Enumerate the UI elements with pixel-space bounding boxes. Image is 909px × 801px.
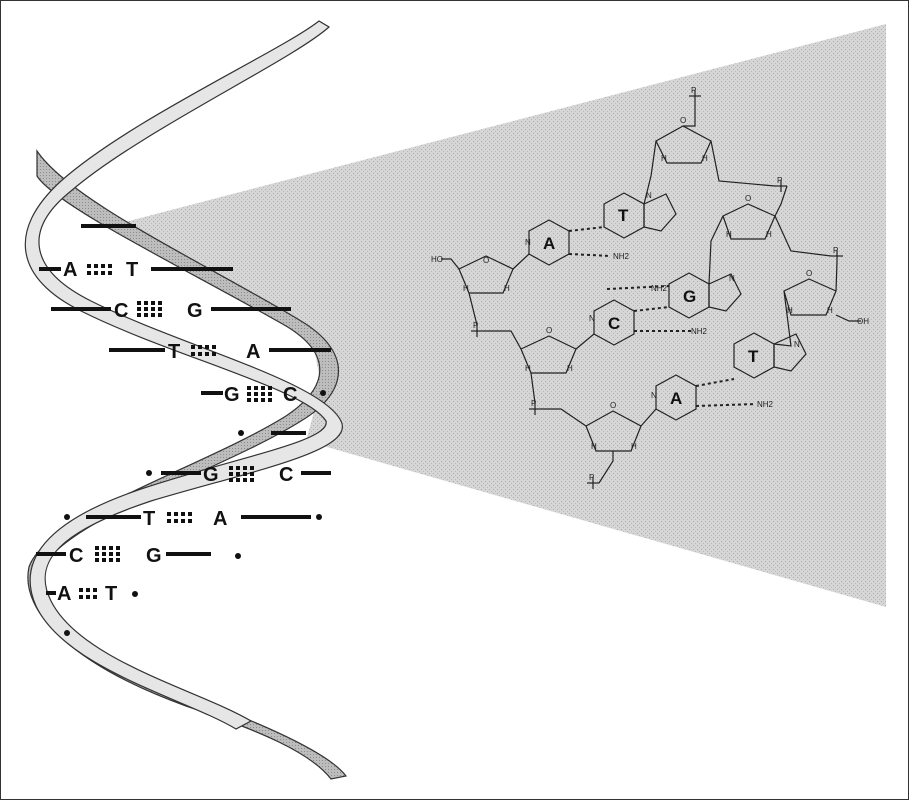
- mol-base-t2: T: [748, 347, 759, 366]
- atom-p-6: P: [589, 473, 594, 482]
- atom-o-1: O: [483, 256, 489, 265]
- atom-p-1: P: [691, 86, 696, 95]
- atom-o-3: O: [745, 194, 751, 203]
- atom-n-4: N: [729, 274, 735, 283]
- atom-h-3: H: [661, 154, 667, 163]
- atom-nh2-3: NH2: [757, 400, 774, 409]
- mol-base-a2: A: [670, 389, 682, 408]
- atom-h-8: H: [567, 364, 573, 373]
- atom-h-6: H: [766, 230, 772, 239]
- atom-p-4: P: [473, 321, 478, 330]
- atom-h-10: H: [827, 306, 833, 315]
- pair-8-right: T: [105, 583, 117, 605]
- pair-7-right: G: [146, 545, 162, 567]
- pair-7-left: C: [69, 545, 83, 567]
- pair-2-right: G: [187, 300, 203, 322]
- pair-5-right: C: [279, 464, 293, 486]
- mol-base-g: G: [683, 287, 696, 306]
- atom-nh2-2: NH2: [691, 327, 708, 336]
- atom-o-6: O: [610, 401, 616, 410]
- pair-4-right: C: [283, 384, 297, 406]
- atom-ho: HO: [431, 255, 443, 264]
- atom-p-3: P: [833, 246, 838, 255]
- atom-o-2: O: [680, 116, 686, 125]
- pair-1-left: A: [63, 259, 77, 281]
- atom-h-1: H: [463, 284, 469, 293]
- atom-h-2: H: [504, 284, 510, 293]
- mol-base-c: C: [608, 314, 620, 333]
- atom-n-6: N: [794, 340, 800, 349]
- atom-h-11: H: [591, 442, 597, 451]
- atom-n-5: N: [651, 391, 657, 400]
- front-strand: [24, 20, 344, 730]
- atom-p-2: P: [777, 176, 782, 185]
- atom-n-1: N: [525, 238, 531, 247]
- atom-p-5: P: [531, 399, 536, 408]
- pair-3-right: A: [246, 341, 260, 363]
- atom-nh2-1: NH2: [613, 252, 630, 261]
- molecule-letters: T A G C T A: [543, 206, 759, 408]
- pair-5-left: G: [203, 464, 219, 486]
- atom-oh: OH: [857, 317, 869, 326]
- atom-o-4: O: [546, 326, 552, 335]
- pair-4-left: G: [224, 384, 240, 406]
- helix-hbonds: [79, 264, 272, 599]
- atom-h-9: H: [787, 306, 793, 315]
- atom-o-5: O: [806, 269, 812, 278]
- pair-8-left: A: [57, 583, 71, 605]
- atom-h-4: H: [702, 154, 708, 163]
- helix-letters: A T C G T A G C G C T A C G A T: [57, 259, 297, 605]
- pair-6-right: A: [213, 508, 227, 530]
- atom-n-2: N: [646, 191, 652, 200]
- pair-6-left: T: [143, 508, 155, 530]
- pair-3-left: T: [168, 341, 180, 363]
- mol-base-a1: A: [543, 234, 555, 253]
- molecular-structure: [441, 90, 861, 489]
- mol-base-t1: T: [618, 206, 629, 225]
- atom-h-5: H: [726, 230, 732, 239]
- atom-labels: HO OH NH2 NH2 NH2 NH2 P P P P P P O O O …: [431, 86, 869, 482]
- helix-dots: [64, 390, 326, 636]
- pair-2-left: C: [114, 300, 128, 322]
- atom-h-7: H: [525, 364, 531, 373]
- zoom-wedge: [121, 24, 886, 607]
- atom-n-3: N: [589, 314, 595, 323]
- atom-nh2-4: NH2: [651, 284, 668, 293]
- helix-base-pairs: [36, 224, 331, 595]
- pair-1-right: T: [126, 259, 138, 281]
- atom-h-12: H: [631, 442, 637, 451]
